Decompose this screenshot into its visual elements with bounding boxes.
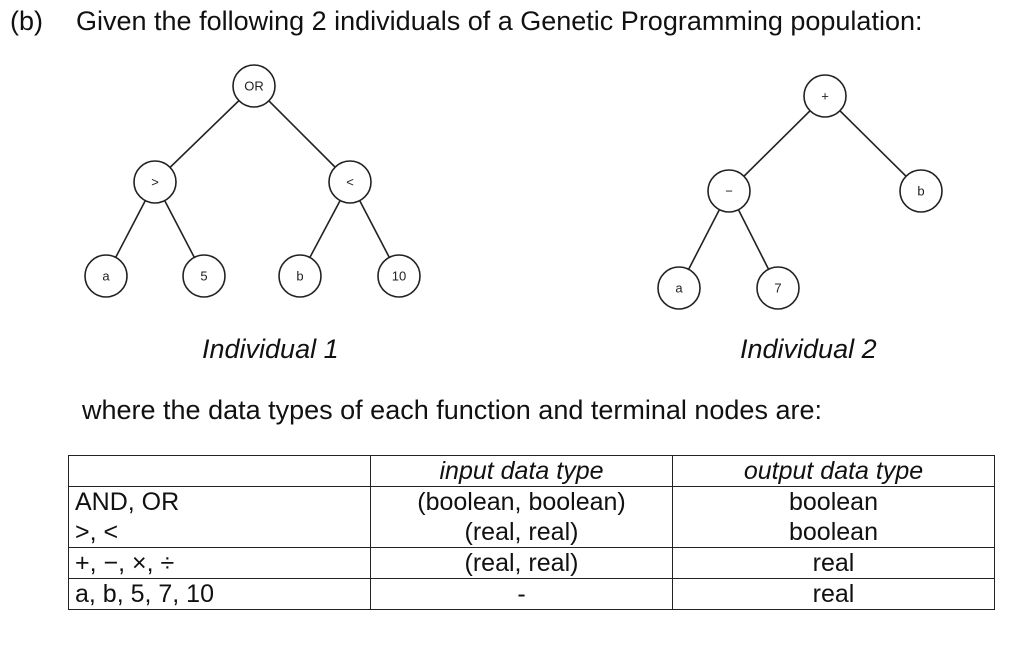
node-a-2 [657, 266, 701, 310]
node-b-1 [278, 254, 322, 298]
label-lt: < [346, 175, 354, 190]
label-a-1: a [102, 269, 110, 284]
row-nodes: +, −, ×, ÷ [68, 547, 371, 579]
table-row: a, b, 5, 7, 10 - real [68, 578, 995, 610]
question-label: (b) [10, 6, 43, 36]
node-plus [803, 74, 847, 118]
individual-1-nodes [84, 64, 421, 298]
row-output-type: real [672, 578, 995, 610]
row-output-type: real [672, 547, 995, 579]
row-input-type: - [370, 578, 673, 610]
table-row: >, < (real, real) boolean [68, 517, 995, 548]
label-gt: > [151, 175, 159, 190]
node-gt [133, 160, 177, 204]
row-input-type: (boolean, boolean) [370, 486, 673, 517]
question-heading: (b) Given the following 2 individuals of … [10, 6, 922, 37]
edge-plus-minus [728, 95, 826, 192]
row-input-type: (real, real) [370, 517, 673, 548]
header-output-type: output data type [672, 455, 995, 487]
data-types-table: input data type output data type AND, OR… [68, 455, 995, 610]
header-nodes [68, 455, 371, 487]
header-input-type: input data type [370, 455, 673, 487]
label-minus: − [725, 184, 733, 199]
table-row: +, −, ×, ÷ (real, real) real [68, 547, 995, 579]
node-5 [182, 254, 226, 298]
label-10: 10 [392, 269, 406, 284]
tree-diagrams: OR > < a 5 b 10 + − b a 7 [84, 64, 943, 310]
question-text: Given the following 2 individuals of a G… [76, 6, 923, 36]
table-header-row: input data type output data type [68, 455, 995, 487]
node-a-1 [84, 254, 128, 298]
label-5: 5 [200, 269, 207, 284]
node-10 [377, 254, 421, 298]
row-output-type: boolean [672, 486, 995, 517]
edge-plus-b [824, 95, 922, 192]
node-lt [328, 160, 372, 204]
row-input-type: (real, real) [370, 547, 673, 579]
individual-2-labels: + − b a 7 [675, 89, 924, 296]
individual-2-nodes [657, 74, 943, 310]
label-b-2: b [917, 184, 924, 199]
data-types-intro: where the data types of each function an… [82, 395, 822, 425]
label-b-1: b [296, 269, 303, 284]
label-7: 7 [774, 281, 781, 296]
node-7 [756, 266, 800, 310]
row-output-type: boolean [672, 517, 995, 548]
row-nodes: AND, OR [68, 486, 371, 517]
individual-1-caption: Individual 1 [202, 334, 339, 364]
label-plus: + [821, 89, 829, 104]
table-row: AND, OR (boolean, boolean) boolean [68, 486, 995, 517]
node-b-2 [899, 169, 943, 213]
label-a-2: a [675, 281, 683, 296]
individual-1-labels: OR > < a 5 b 10 [102, 79, 406, 284]
row-nodes: >, < [68, 517, 371, 548]
edge-or-lt [253, 85, 351, 183]
edge-or-gt [154, 85, 255, 183]
row-nodes: a, b, 5, 7, 10 [68, 578, 371, 610]
node-minus [707, 169, 751, 213]
node-or [232, 64, 276, 108]
individual-2-caption: Individual 2 [740, 334, 877, 364]
label-or: OR [244, 79, 264, 94]
